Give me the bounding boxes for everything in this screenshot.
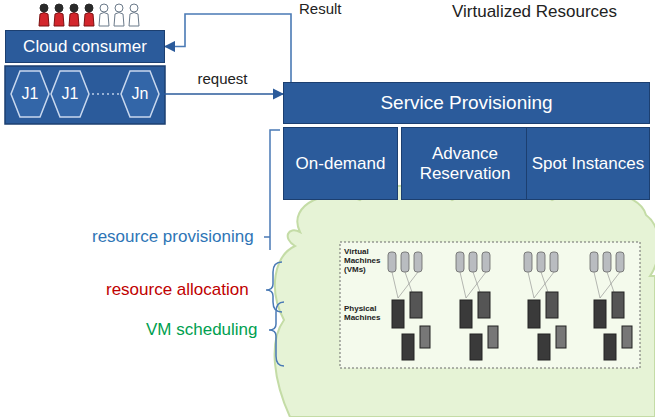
node-text: Jn	[132, 85, 149, 103]
node-text: Service Provisioning	[380, 92, 552, 114]
node-text: Advance Reservation	[402, 144, 528, 183]
cloud-shape	[275, 186, 655, 417]
layer-label: resource provisioning	[92, 227, 254, 247]
edge-label: Result	[297, 0, 344, 17]
node-text: On-demand	[296, 154, 386, 174]
allocation-brace	[266, 262, 282, 312]
job-hexagon: J1	[50, 70, 90, 118]
vm-illustration	[388, 252, 632, 360]
illustration-label: Physical Machines	[344, 305, 386, 323]
jobs-band	[5, 66, 165, 124]
service-box: Spot Instances	[526, 127, 650, 200]
layer-label: resource allocation	[106, 280, 249, 300]
node-text: Spot Instances	[532, 154, 644, 174]
connector-arrow	[160, 93, 283, 95]
edge-label: request	[196, 70, 250, 87]
job-hexagon: Jn	[120, 70, 160, 118]
region-title: Virtualized Resources	[452, 2, 617, 22]
vm-dotted-frame	[340, 242, 640, 368]
scheduling-brace	[269, 302, 284, 366]
provisioning-bracket	[264, 130, 280, 250]
consumer-box: Cloud consumer	[5, 30, 165, 63]
node-text: J1	[62, 85, 79, 103]
users-icons	[39, 4, 139, 26]
service-box: On-demand	[283, 127, 398, 200]
node-text: Cloud consumer	[23, 37, 147, 57]
node-text: J1	[22, 85, 39, 103]
layer-label: VM scheduling	[146, 320, 258, 340]
illustration-label: Virtual Machines (VMs)	[344, 248, 384, 274]
service-box: Advance Reservation	[401, 127, 529, 200]
job-hexagon: J1	[10, 70, 50, 118]
provisioning-band: Service Provisioning	[283, 82, 650, 124]
jobs-dots	[92, 93, 120, 95]
